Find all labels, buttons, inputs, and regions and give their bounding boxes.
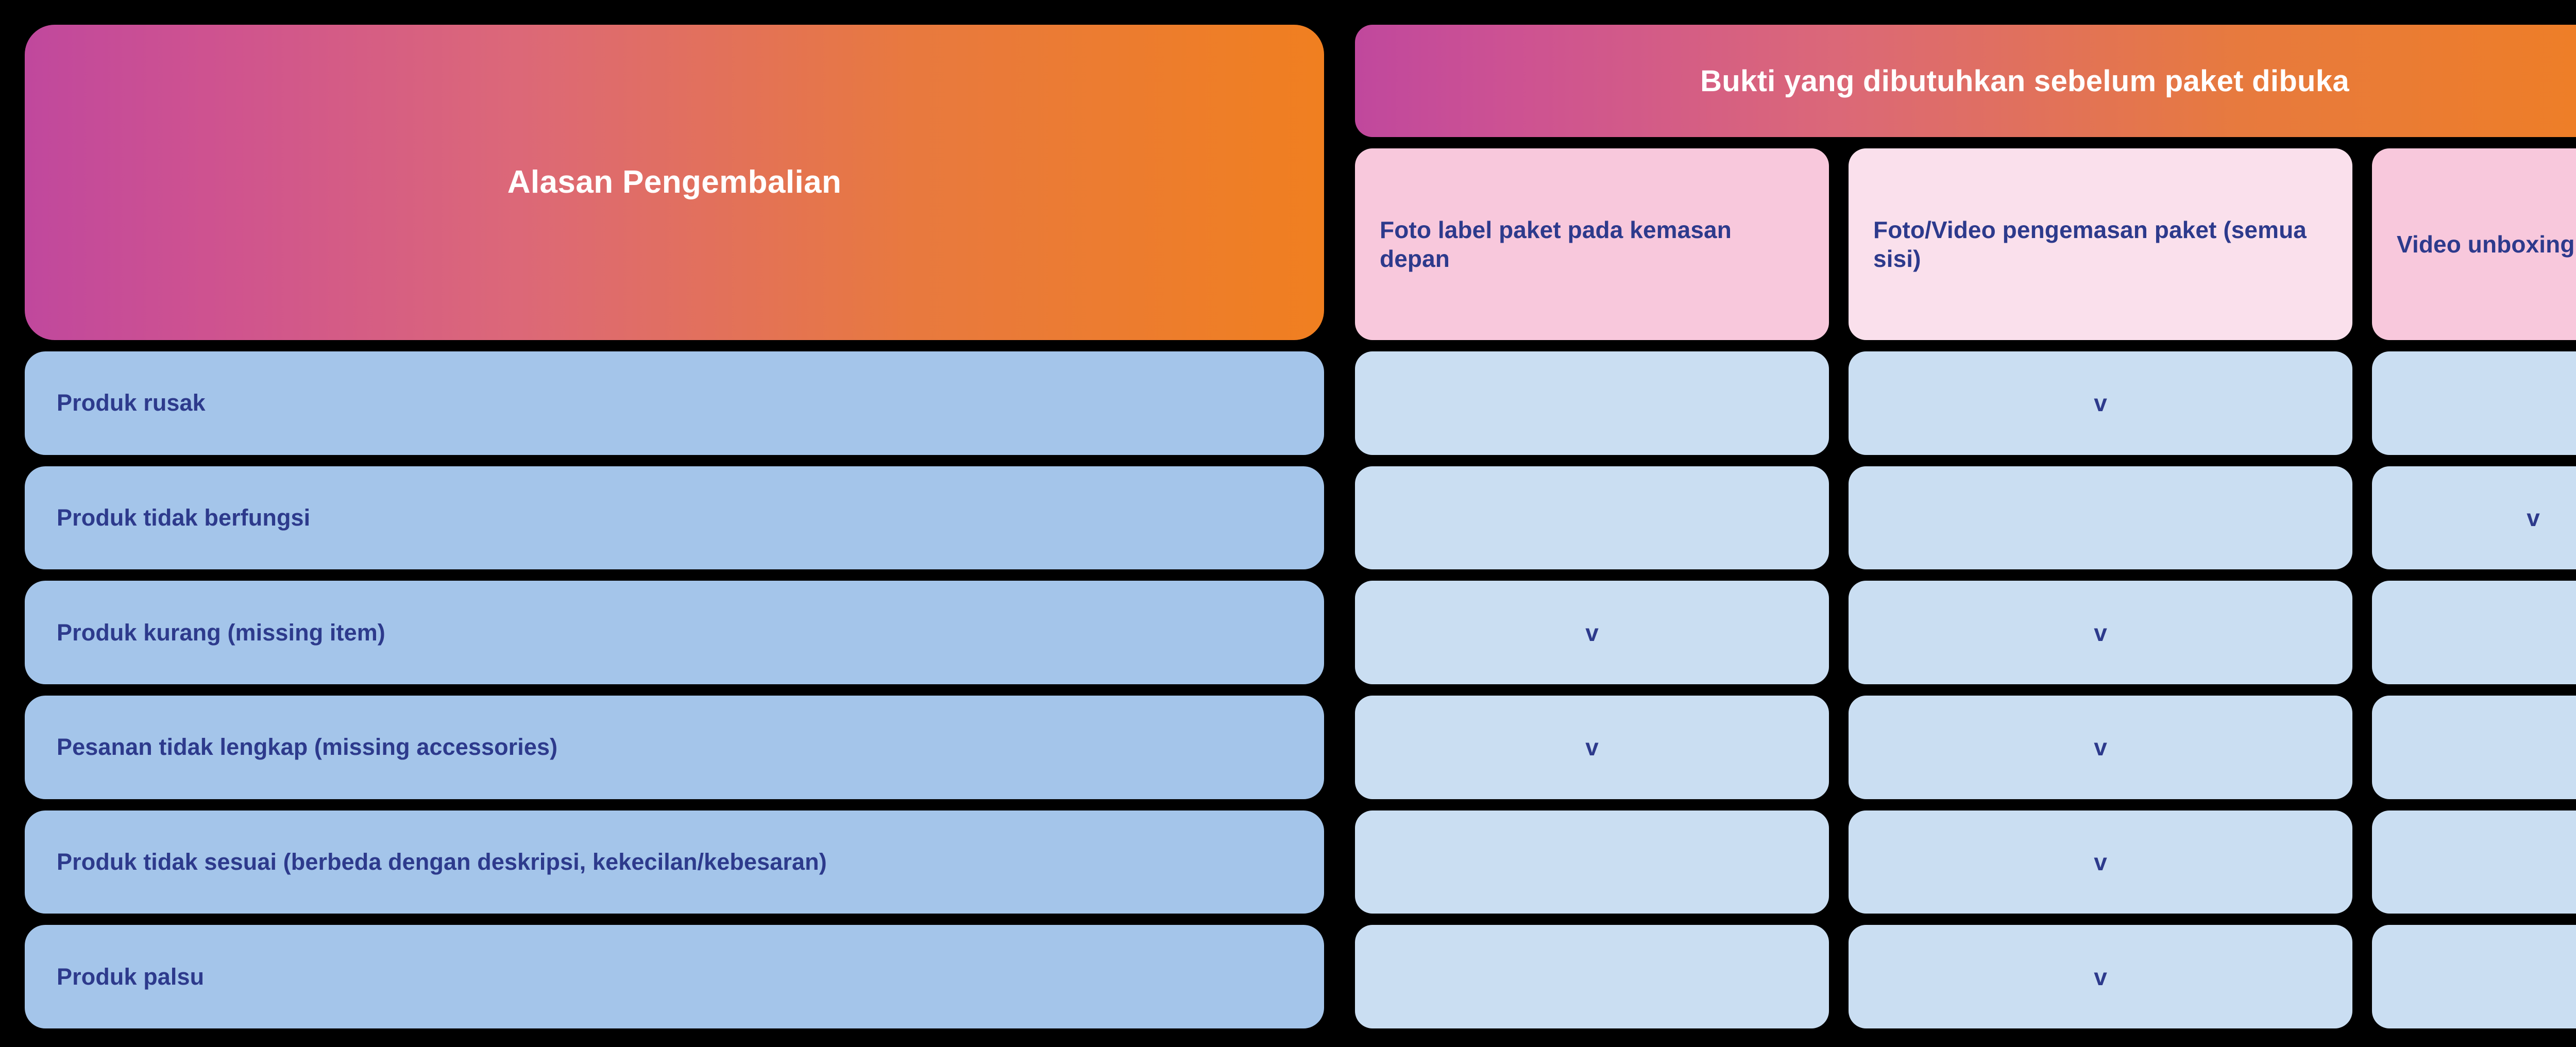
evidence-column-header-2[interactable]: Video unboxing bbox=[2372, 148, 2576, 340]
evidence-grid: Foto label paket pada kemasan depan Foto… bbox=[1355, 148, 2576, 1029]
reason-label-text: Produk tidak berfungsi bbox=[57, 504, 311, 531]
check-mark-icon: v bbox=[2094, 390, 2107, 417]
reason-column-title: Alasan Pengembalian bbox=[507, 164, 842, 200]
reason-label-text: Produk rusak bbox=[57, 390, 206, 416]
evidence-column-header-row: Foto label paket pada kemasan depan Foto… bbox=[1355, 148, 2576, 340]
evidence-cell[interactable]: v bbox=[1849, 351, 2352, 455]
reason-row-label-3[interactable]: Pesanan tidak lengkap (missing accessori… bbox=[25, 696, 1324, 799]
evidence-column-header-label: Foto/Video pengemasan paket (semua sisi) bbox=[1873, 216, 2307, 272]
check-mark-icon: v bbox=[1585, 619, 1599, 646]
reason-label-text: Produk kurang (missing item) bbox=[57, 619, 385, 646]
evidence-column-header-0[interactable]: Foto label paket pada kemasan depan bbox=[1355, 148, 1829, 340]
evidence-cell[interactable] bbox=[2372, 351, 2576, 455]
table-row: v bbox=[1355, 925, 2576, 1029]
evidence-cell[interactable]: v bbox=[1849, 696, 2352, 799]
check-mark-icon: v bbox=[2527, 504, 2540, 531]
check-mark-icon: v bbox=[2094, 734, 2107, 761]
evidence-column-header-1[interactable]: Foto/Video pengemasan paket (semua sisi) bbox=[1849, 148, 2352, 340]
evidence-cell[interactable]: v bbox=[1849, 925, 2352, 1029]
evidence-cell[interactable] bbox=[1355, 810, 1829, 914]
evidence-cell[interactable] bbox=[2372, 696, 2576, 799]
evidence-banner: Bukti yang dibutuhkan sebelum paket dibu… bbox=[1355, 25, 2576, 137]
check-mark-icon: v bbox=[1585, 734, 1599, 761]
check-mark-icon: v bbox=[2094, 849, 2107, 876]
reason-row-label-4[interactable]: Produk tidak sesuai (berbeda dengan desk… bbox=[25, 810, 1324, 914]
evidence-banner-title: Bukti yang dibutuhkan sebelum paket dibu… bbox=[1700, 64, 2349, 98]
evidence-cell[interactable]: v bbox=[1849, 581, 2352, 685]
evidence-cell[interactable] bbox=[1355, 466, 1829, 570]
evidence-column-header-label: Foto label paket pada kemasan depan bbox=[1380, 216, 1732, 272]
evidence-cell[interactable] bbox=[1355, 351, 1829, 455]
evidence-cell[interactable] bbox=[2372, 581, 2576, 685]
reason-row-label-0[interactable]: Produk rusak bbox=[25, 351, 1324, 455]
table-row: v bbox=[1355, 810, 2576, 914]
reason-row-label-1[interactable]: Produk tidak berfungsi bbox=[25, 466, 1324, 570]
evidence-column: Bukti yang dibutuhkan sebelum paket dibu… bbox=[1355, 25, 2576, 1029]
evidence-cell[interactable] bbox=[1849, 466, 2352, 570]
check-mark-icon: v bbox=[2094, 619, 2107, 646]
table-row: v bbox=[1355, 466, 2576, 570]
evidence-cell[interactable]: v bbox=[1849, 810, 2352, 914]
reason-label-text: Produk palsu bbox=[57, 963, 205, 990]
reason-label-text: Produk tidak sesuai (berbeda dengan desk… bbox=[57, 849, 827, 875]
evidence-cell[interactable] bbox=[2372, 925, 2576, 1029]
reason-row-label-2[interactable]: Produk kurang (missing item) bbox=[25, 581, 1324, 685]
check-mark-icon: v bbox=[2094, 963, 2107, 990]
table-row: v v bbox=[1355, 581, 2576, 685]
evidence-cell[interactable] bbox=[2372, 810, 2576, 914]
evidence-cell[interactable] bbox=[1355, 925, 1829, 1029]
reason-label-text: Pesanan tidak lengkap (missing accessori… bbox=[57, 734, 558, 761]
evidence-column-header-label: Video unboxing bbox=[2397, 230, 2575, 258]
table-row: v bbox=[1355, 351, 2576, 455]
evidence-cell[interactable]: v bbox=[1355, 696, 1829, 799]
evidence-cell[interactable]: v bbox=[1355, 581, 1829, 685]
reason-column: Alasan Pengembalian Produk rusak Produk … bbox=[25, 25, 1324, 1029]
reason-column-header: Alasan Pengembalian bbox=[25, 25, 1324, 340]
reason-row-label-5[interactable]: Produk palsu bbox=[25, 925, 1324, 1029]
evidence-cell[interactable]: v bbox=[2372, 466, 2576, 570]
table-row: v v bbox=[1355, 696, 2576, 799]
